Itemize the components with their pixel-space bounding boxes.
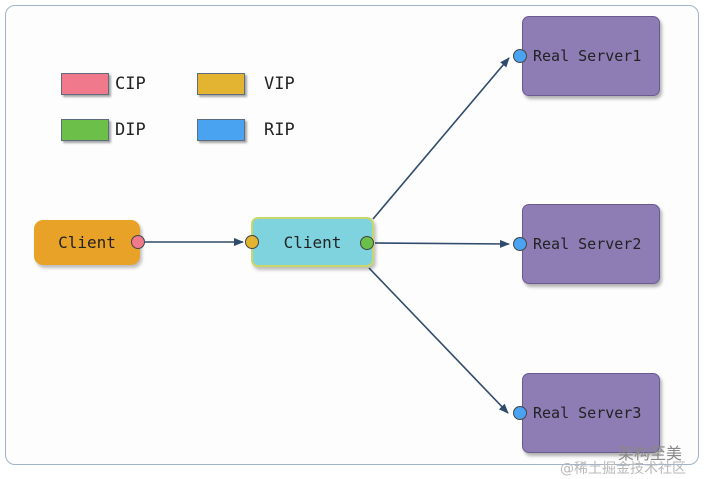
real-server-3: Real Server3 xyxy=(522,373,660,453)
legend-swatch-dip xyxy=(61,119,109,141)
arrow-director-to-server1 xyxy=(372,57,510,220)
real-server-2-label: Real Server2 xyxy=(533,235,642,253)
real-server-1-rip-port xyxy=(513,49,527,63)
client-node: Client xyxy=(34,220,140,265)
legend-swatch-cip xyxy=(61,73,109,95)
legend-label-vip: VIP xyxy=(264,74,295,94)
director-node: Client xyxy=(251,217,374,267)
client-cip-port xyxy=(131,235,145,249)
real-server-2: Real Server2 xyxy=(522,204,660,284)
arrow-director-to-server3 xyxy=(368,267,509,414)
legend-label-cip: CIP xyxy=(115,74,146,94)
real-server-1: Real Server1 xyxy=(522,16,660,96)
real-server-1-label: Real Server1 xyxy=(533,47,642,65)
watermark: 架构至美 @稀土掘金技术社区 xyxy=(560,440,686,478)
real-server-2-rip-port xyxy=(513,237,527,251)
legend-label-dip: DIP xyxy=(115,120,146,140)
arrow-director-to-server2 xyxy=(374,239,510,248)
legend-label-rip: RIP xyxy=(264,120,295,140)
legend-swatch-vip xyxy=(197,73,245,95)
watermark-main: 架构至美 xyxy=(618,444,683,463)
client-node-label: Client xyxy=(58,233,116,252)
real-server-3-label: Real Server3 xyxy=(533,404,642,422)
legend-swatch-rip xyxy=(197,119,245,141)
watermark-sub: @稀土掘金技术社区 xyxy=(560,461,686,477)
director-dip-port xyxy=(360,236,374,250)
director-node-label: Client xyxy=(283,232,342,252)
real-server-3-rip-port xyxy=(513,406,527,420)
director-vip-port xyxy=(245,235,259,249)
